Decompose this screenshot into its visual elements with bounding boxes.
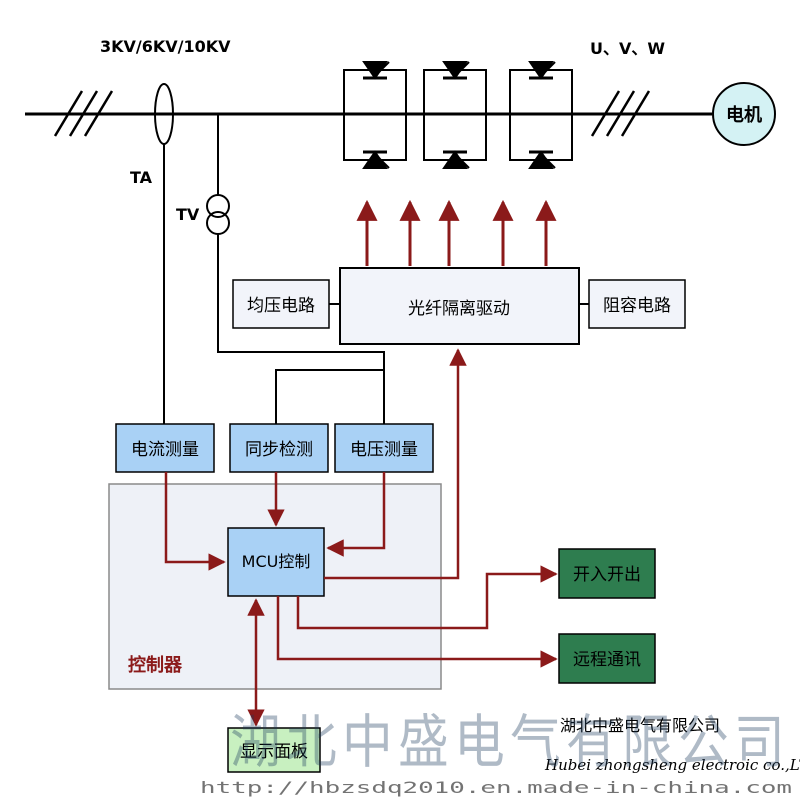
voltage-equalizer-label: 均压电路 <box>247 296 315 316</box>
sync-detect-label: 同步检测 <box>245 440 313 460</box>
thyristor-pair-2 <box>423 60 487 170</box>
io-block <box>558 548 656 599</box>
thyristor-pair-1 <box>343 60 407 170</box>
sync-detect-block <box>229 423 329 473</box>
display-panel-label: 显示面板 <box>240 742 308 762</box>
io-label: 开入开出 <box>573 565 641 585</box>
watermark-url: http://hbzsdq2010.en.made-in-china.com <box>200 778 792 797</box>
tv-coil-top <box>206 194 230 218</box>
mcu-label: MCU控制 <box>242 552 311 571</box>
company-name-cn: 湖北中盛电气有限公司 <box>560 716 720 735</box>
controller-label: 控制器 <box>128 654 183 676</box>
phase-label: U、V、W <box>590 39 665 58</box>
ta-label: TA <box>130 168 153 187</box>
mcu-output-arrows <box>247 348 558 727</box>
gate-drive-arrows <box>356 199 557 266</box>
tv-label: TV <box>176 205 200 224</box>
current-measure-block <box>115 423 215 473</box>
tv-coil-bottom <box>206 211 230 235</box>
rc-snubber-block <box>588 279 686 329</box>
three-phase-mark-left <box>53 90 114 137</box>
measurement-wiring <box>163 144 385 424</box>
mcu-block <box>227 527 325 597</box>
fiber-driver-block <box>339 267 580 345</box>
motor-symbol <box>712 82 776 146</box>
three-phase-mark-right <box>590 90 651 137</box>
current-measure-label: 电流测量 <box>131 440 199 460</box>
rc-snubber-label: 阻容电路 <box>603 296 671 316</box>
remote-comm-block <box>558 633 656 684</box>
display-panel-block <box>227 727 321 773</box>
company-name-en: Hubei zhongsheng electroic co.,LTD. <box>544 756 800 774</box>
measure-to-mcu-arrows <box>164 472 386 571</box>
voltage-measure-label: 电压测量 <box>350 440 418 460</box>
voltage-label: 3KV/6KV/10KV <box>100 37 231 56</box>
watermark-text: 湖北中盛电气有限公司 <box>230 708 790 776</box>
fiber-driver-label: 光纤隔离驱动 <box>408 299 510 319</box>
voltage-measure-block <box>334 423 434 473</box>
motor-label: 电机 <box>726 104 762 126</box>
thyristor-pair-3 <box>509 60 573 170</box>
remote-comm-label: 远程通讯 <box>573 650 641 670</box>
